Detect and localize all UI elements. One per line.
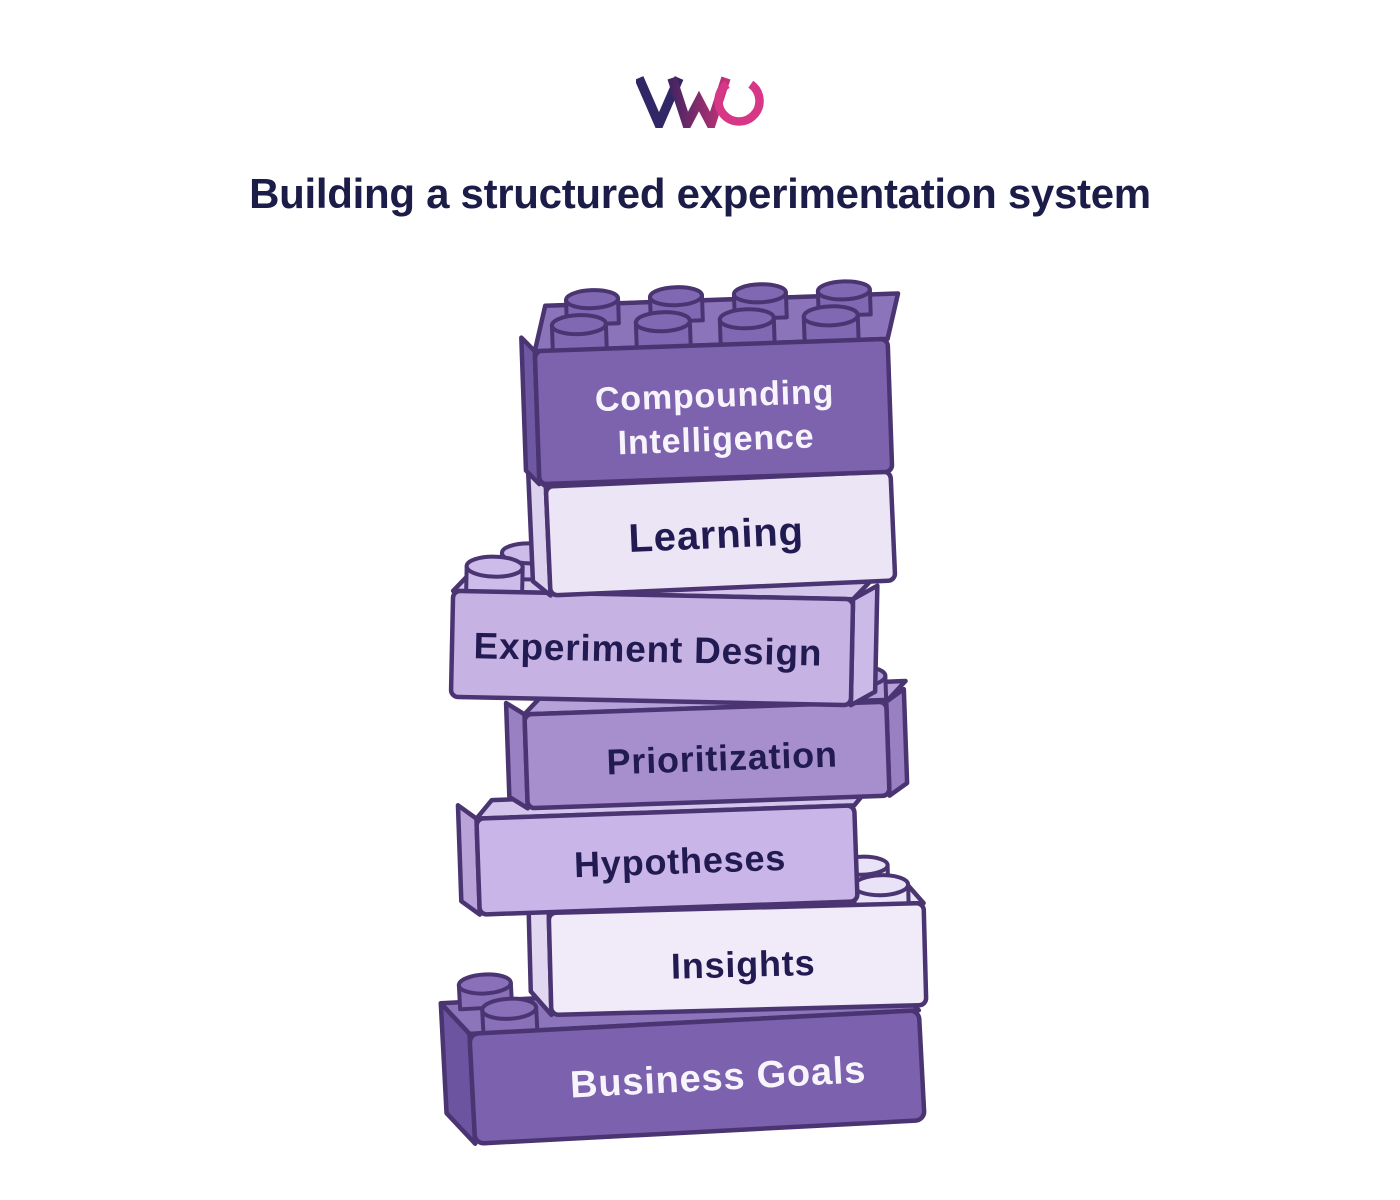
stud-cap: [549, 313, 608, 337]
brick-compounding-intelligence: Compounding Intelligence: [519, 279, 901, 487]
brick-front-face: [532, 336, 895, 487]
brick-front-face: [522, 699, 892, 811]
brick-label-group: Compounding Intelligence: [594, 373, 834, 463]
logo-container: [0, 74, 1400, 128]
stud-cap: [731, 282, 788, 305]
stud-cap: [852, 873, 911, 898]
brick-front-face: [448, 588, 856, 708]
brick-front-face: [467, 1008, 927, 1146]
vwo-logo: [636, 76, 764, 128]
brick-label: Learning: [628, 509, 805, 561]
stud-cap: [456, 972, 513, 996]
brick-learning: Learning: [525, 469, 898, 598]
stud-cap: [633, 310, 692, 334]
brick-label: Hypotheses: [573, 837, 786, 885]
brick-front-face: [546, 901, 929, 1017]
brick-right-face: [848, 583, 880, 708]
stud-cap: [815, 279, 872, 302]
stud-cap: [647, 285, 704, 308]
brick-label: Experiment Design: [473, 625, 823, 673]
stud-cap: [464, 554, 525, 579]
brick-studs: [549, 279, 873, 356]
stud-cap: [801, 304, 860, 328]
brick-label: Insights: [670, 942, 815, 987]
stud-cap: [717, 307, 776, 331]
logo-letter-o: [714, 80, 764, 126]
stud-cap: [564, 288, 621, 311]
brick-label: Prioritization: [606, 733, 839, 782]
brick-label-line-2: Intelligence: [617, 417, 815, 462]
brick-front-face: [474, 803, 860, 917]
stud-cap: [480, 996, 539, 1021]
brick-label-line-1: Compounding: [594, 373, 834, 419]
page-title: Building a structured experimentation sy…: [249, 170, 1151, 217]
